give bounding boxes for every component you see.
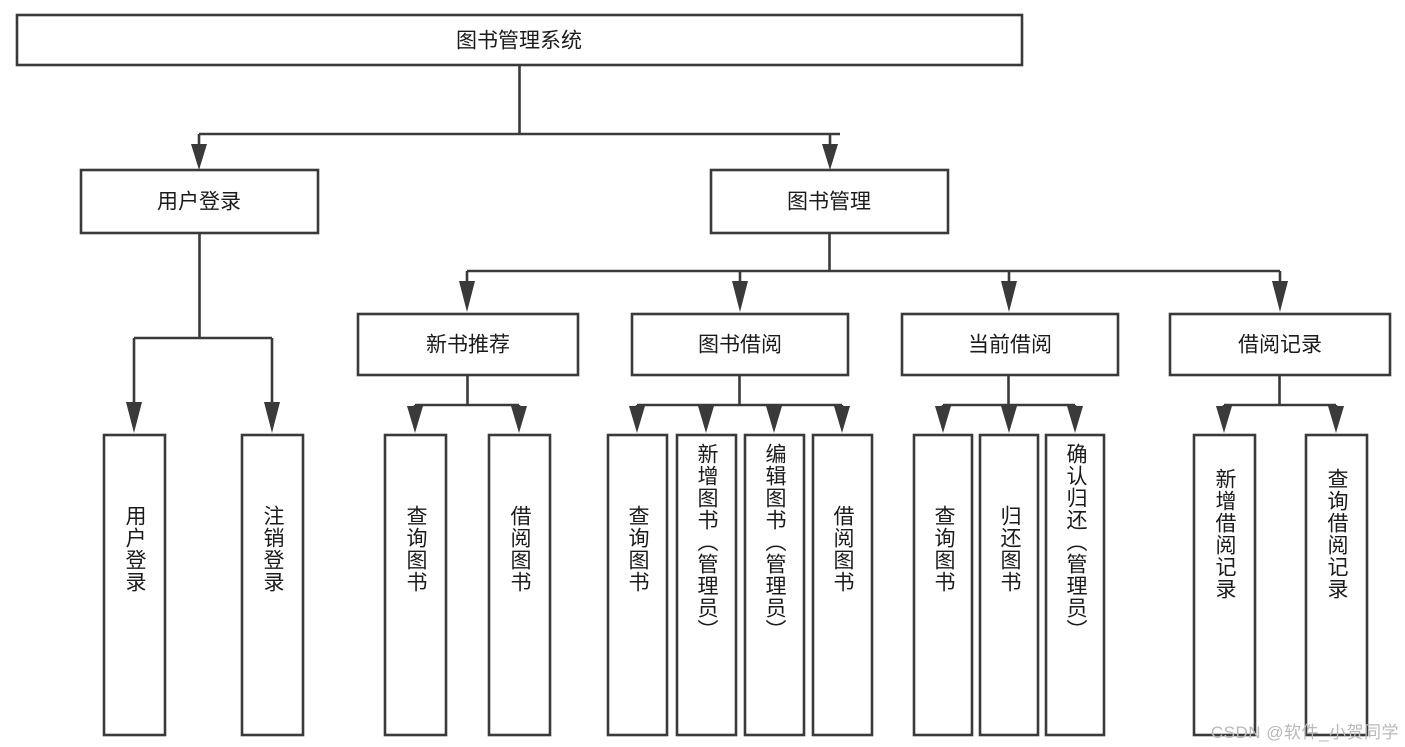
node-leaf-add-record-label: 新增借阅记录 [1213, 468, 1236, 600]
node-leaf-return-book[interactable] [978, 433, 1040, 737]
arrow-leaf-query-record [1328, 406, 1344, 433]
arrow-leaf-edit-book [766, 406, 782, 433]
node-leaf-borrow-book-2-label: 借阅图书 [831, 505, 854, 593]
arrow-leaf-borrow-book-1 [511, 406, 527, 433]
node-user-login[interactable] [79, 168, 320, 235]
node-leaf-query-book-2-label: 查询图书 [626, 505, 649, 593]
node-borrow-record-label: 借阅记录 [1238, 334, 1322, 357]
node-leaf-query-book-1[interactable] [383, 433, 448, 737]
node-leaf-query-book-2[interactable] [606, 433, 669, 737]
arrow-book-borrow [732, 281, 748, 312]
node-new-book-recommend[interactable] [356, 312, 580, 377]
node-book-borrow-label: 图书借阅 [698, 334, 782, 357]
arrow-leaf-query-book-3 [935, 406, 951, 433]
node-new-book-recommend-label: 新书推荐 [426, 334, 510, 357]
node-leaf-edit-book[interactable] [743, 433, 806, 737]
arrow-leaf-add-book [698, 406, 714, 433]
node-leaf-query-record-label: 查询借阅记录 [1325, 468, 1348, 600]
arrow-leaf-add-record [1216, 406, 1232, 433]
node-leaf-query-book-3-label: 查询图书 [932, 505, 955, 593]
node-leaf-borrow-book-2[interactable] [811, 433, 874, 737]
node-book-management[interactable] [709, 168, 950, 235]
node-leaf-query-book-1-label: 查询图书 [404, 505, 427, 593]
arrow-leaf-query-book-2 [629, 406, 645, 433]
node-borrow-record[interactable] [1168, 312, 1392, 377]
node-root[interactable] [15, 13, 1024, 67]
node-leaf-confirm-return[interactable] [1044, 433, 1106, 737]
arrow-leaf-confirm-return [1067, 406, 1083, 433]
node-user-login-label: 用户登录 [157, 191, 241, 214]
node-book-borrow[interactable] [630, 312, 850, 377]
arrow-leaf-return-book [1001, 406, 1017, 433]
node-leaf-confirm-return-label: 确认归还（管理员） [1064, 443, 1087, 641]
node-leaf-add-book[interactable] [675, 433, 738, 737]
node-leaf-return-book-label: 归还图书 [998, 505, 1021, 593]
node-current-borrow-label: 当前借阅 [968, 334, 1052, 357]
arrow-leaf-logout-login [264, 402, 280, 433]
node-leaf-query-record[interactable] [1304, 433, 1369, 737]
node-leaf-query-book-3[interactable] [912, 433, 974, 737]
connector-layer [126, 65, 1344, 433]
node-leaf-add-book-label: 新增图书（管理员） [695, 443, 718, 641]
arrow-new-book-recommend [459, 281, 475, 312]
csdn-watermark: CSDN @软件_小贺同学 [1210, 723, 1399, 742]
arrow-current-borrow [1001, 281, 1017, 312]
arrow-user-login [191, 144, 207, 170]
node-root-label: 图书管理系统 [456, 30, 582, 53]
node-leaf-logout-login-label: 注销登录 [261, 505, 284, 593]
node-layer: 图书管理系统 用户登录 图书管理 新书推荐 图书借阅 当前借阅 借阅记录 [15, 13, 1392, 737]
node-leaf-user-login[interactable] [102, 433, 167, 737]
arrow-borrow-record [1272, 281, 1288, 312]
node-leaf-logout-login[interactable] [240, 433, 305, 737]
node-leaf-add-record[interactable] [1192, 433, 1257, 737]
node-leaf-borrow-book-1-label: 借阅图书 [508, 505, 531, 593]
arrow-leaf-query-book-1 [407, 406, 423, 433]
node-current-borrow[interactable] [900, 312, 1120, 377]
node-leaf-edit-book-label: 编辑图书（管理员） [763, 443, 786, 641]
node-leaf-borrow-book-1[interactable] [487, 433, 552, 737]
arrow-leaf-user-login [126, 402, 142, 433]
node-leaf-user-login-label: 用户登录 [123, 505, 146, 593]
arrow-leaf-borrow-book-2 [834, 406, 850, 433]
node-book-management-label: 图书管理 [787, 191, 871, 214]
arrow-book-management [822, 144, 838, 170]
